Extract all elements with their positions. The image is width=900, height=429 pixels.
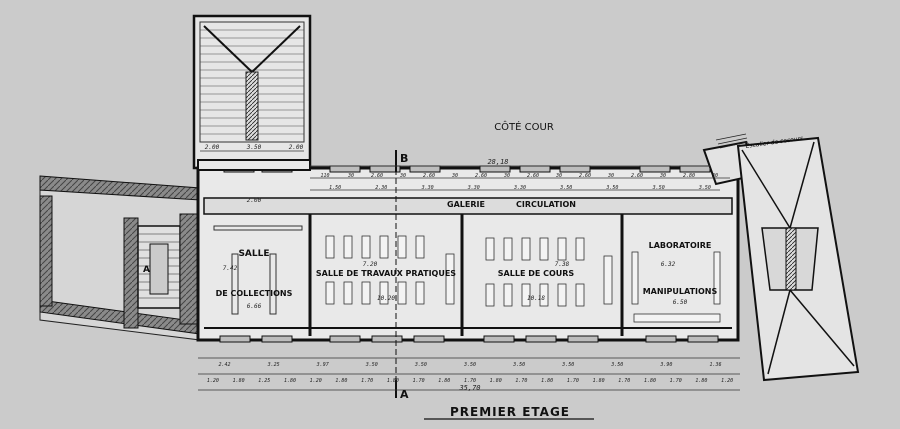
dimension-value: 2.60 [631,173,643,179]
dim-collections-depth: 7.42 [223,265,238,272]
left-annex [39,175,201,341]
main-building [196,159,740,343]
dimension-value: 1.70 [464,378,476,384]
benches-lab [631,251,721,323]
dimension-value: 3.97 [316,362,329,368]
benches-tp [325,235,455,305]
dimension-value: 2.60 [579,173,591,179]
dimension-value: 2.30 [375,185,387,191]
dimension-value: 2.60 [527,173,539,179]
dimension-value: 3.50 [652,185,665,191]
dimension-value: 1.20 [310,378,322,384]
top-tower [192,14,312,170]
room-tp-label: SALLE DE TRAVAUX PRATIQUES [316,269,456,278]
dimension-value: 2.60 [475,173,487,179]
dimension-value: 1.20 [207,378,219,384]
dimension-value: 1.70 [567,378,579,384]
dimension-value: 1.70 [361,378,373,384]
dimension-value: 30 [607,173,614,179]
dim-row-bottom-1: 2.42 3.25 3.97 3.50 3.50 3.50 3.50 3.50 3.50 3.90… [218,362,721,368]
dimension-value: 3.50 [512,362,525,368]
dimension-value: 110 [320,173,329,179]
dimension-value: 3.30 [421,185,434,191]
dim-cours-width: 10.18 [527,295,545,302]
dimension-value: 2.60 [423,173,435,179]
dimension-value: 2.42 [218,362,230,368]
dim-collections-width: 6.66 [247,303,262,310]
dimension-value: 3.50 [698,185,711,191]
dim-top-total: 28,18 [487,158,508,166]
dim-row-mid: 1.50 2.30 3.30 3.30 3.30 3.50 3.50 3.50 3.50 [329,185,711,191]
dim-cours-depth: 7.38 [555,261,570,268]
dimension-value: 30 [711,173,718,179]
dimension-value: 3.25 [267,362,280,368]
dimension-value: 1.80 [490,378,502,384]
room-cours-label: SALLE DE COURS [498,269,575,278]
section-b-marker: B [400,152,408,165]
dim-tower-side: 2.00 [247,197,262,204]
dimension-value: 1.80 [541,378,553,384]
dimension-value: 2.80 [683,173,695,179]
room-laboratoire-label: LABORATOIRE [649,241,712,250]
dimension-value: 30 [555,173,562,179]
dimension-value: 1.80 [335,378,347,384]
dim-tower-a: 2.00 [205,144,220,151]
dimension-value: 1.70 [618,378,630,384]
dimension-value: 1.25 [258,378,270,384]
plan-title: PREMIER ETAGE [450,405,570,419]
dimension-value: 1.80 [233,378,245,384]
dimension-value: 3.50 [559,185,572,191]
dimension-value: 1.80 [644,378,656,384]
dimension-value: 3.50 [414,362,427,368]
dim-lab-width: 6.50 [673,299,688,306]
dimension-value: 3.90 [659,362,672,368]
dimension-value: 30 [347,173,354,179]
dimension-value: 3.30 [467,185,480,191]
galerie-label: GALERIE [447,200,485,209]
dimension-value: 1.70 [413,378,425,384]
dimension-value: 1.70 [515,378,527,384]
benches-collections [213,225,303,315]
dimension-value: 30 [451,173,458,179]
dimension-value: 3.50 [610,362,623,368]
dimension-value: 3.50 [605,185,618,191]
dim-tower-c: 2.00 [289,144,304,151]
dimension-value: 3.50 [365,362,378,368]
benches-cours [485,237,613,307]
dimension-value: 30 [503,173,510,179]
dim-lab-depth: 6.32 [661,261,676,268]
room-salle-label: SALLE [238,249,269,259]
dim-bottom-total: 35,70 [458,384,480,392]
dimension-value: 1.80 [387,378,399,384]
dimension-value: 1.36 [709,362,721,368]
cote-cour-label: CÔTÉ COUR [494,120,554,133]
dimension-value: 3.50 [561,362,574,368]
dimension-value: 3.30 [513,185,526,191]
section-a-marker: A [400,388,409,401]
circulation-label: CIRCULATION [516,200,576,209]
dimension-value: 1.50 [329,185,341,191]
room-collections-label: DE COLLECTIONS [216,289,293,298]
dimension-value: 1.20 [721,378,733,384]
dim-tower-b: 3.50 [246,144,262,151]
room-manipulations-label: MANIPULATIONS [643,287,718,296]
dimension-value: 1.70 [670,378,682,384]
dimension-value: 30 [399,173,406,179]
dimension-value: 1.80 [695,378,707,384]
dimension-value: 1.80 [593,378,605,384]
dim-row-bottom-2: 1.20 1.80 1.25 1.80 1.20 1.80 1.70 1.80 1.70 1.80… [207,378,733,384]
dimension-value: 2.60 [371,173,383,179]
dim-row-top: 110 30 2.60 30 2.60 30 2.60 30 2.60 30 2.60 30 2.60 3… [320,173,718,179]
dimension-value: 30 [659,173,666,179]
dimension-value: 1.80 [438,378,450,384]
dim-tp-width: 10.20 [377,295,395,302]
stair-a-marker: A [143,265,150,275]
right-wing [702,133,860,382]
dim-tp-depth: 7.20 [363,261,378,268]
dimension-value: 3.50 [463,362,476,368]
dimension-lines [198,150,740,391]
dimension-value: 1.80 [284,378,296,384]
